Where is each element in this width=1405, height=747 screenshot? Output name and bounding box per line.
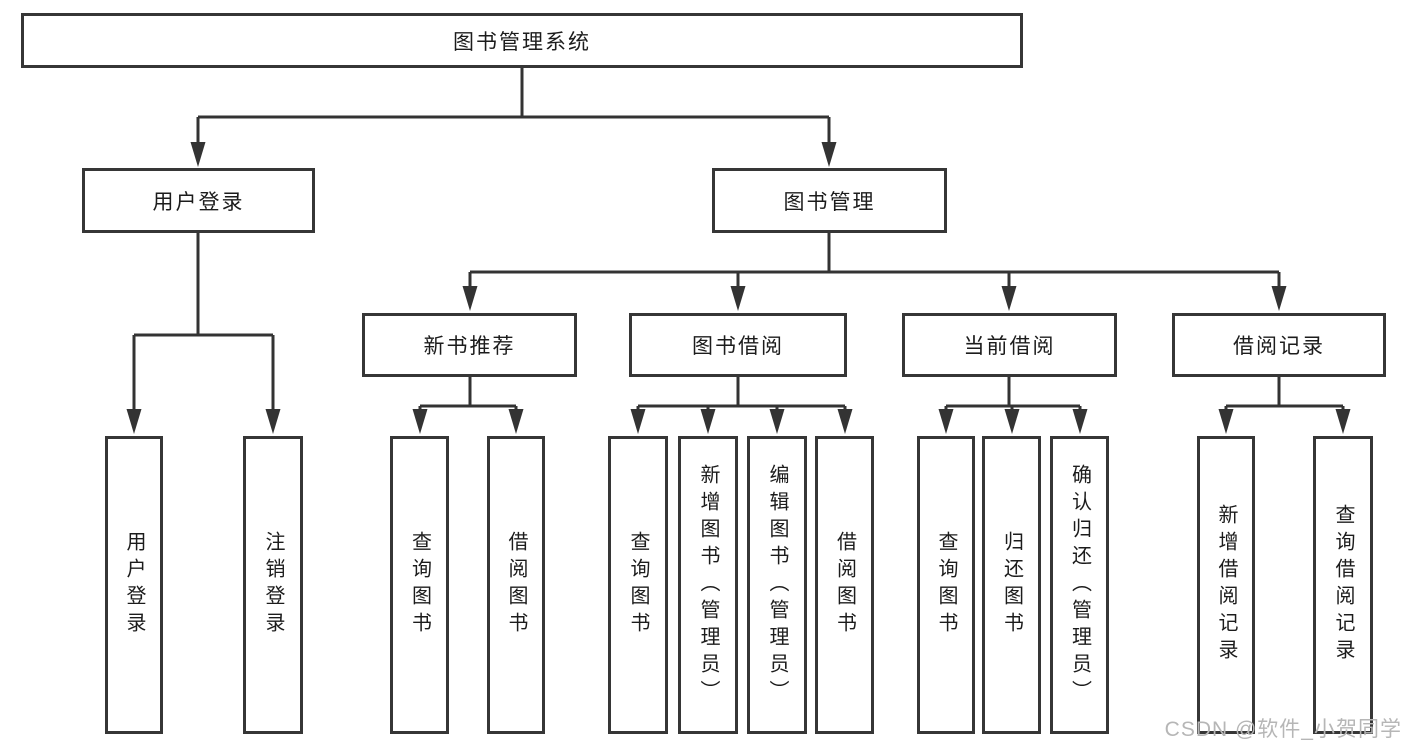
leaf-borrow-edit-books-admin-label: 编辑图书（管理员） xyxy=(766,463,788,707)
leaf-records-add-borrow-record: 新增借阅记录 xyxy=(1197,436,1255,734)
leaf-user-login-label: 用户登录 xyxy=(123,531,145,639)
leaf-borrow-query-books: 查询图书 xyxy=(608,436,668,734)
leaf-current-query-books-label: 查询图书 xyxy=(935,531,957,639)
node-library-system-root: 图书管理系统 xyxy=(21,13,1023,68)
node-user-login-label: 用户登录 xyxy=(152,190,245,214)
leaf-records-query-borrow-record: 查询借阅记录 xyxy=(1313,436,1373,734)
leaf-records-add-borrow-record-label: 新增借阅记录 xyxy=(1215,504,1237,666)
leaf-current-confirm-return-admin-label: 确认归还（管理员） xyxy=(1068,463,1091,707)
leaf-recommend-query-books-label: 查询图书 xyxy=(408,531,431,639)
leaf-recommend-borrow-books-label: 借阅图书 xyxy=(505,531,527,639)
csdn-watermark: CSDN @软件_小贺同学 xyxy=(1164,718,1402,741)
leaf-recommend-query-books: 查询图书 xyxy=(390,436,449,734)
leaf-borrow-borrow-books-label: 借阅图书 xyxy=(833,531,856,639)
node-book-management-label: 图书管理 xyxy=(783,190,876,214)
leaf-borrow-edit-books-admin: 编辑图书（管理员） xyxy=(747,436,807,734)
leaf-current-return-books: 归还图书 xyxy=(982,436,1041,734)
node-book-borrowing-label: 图书借阅 xyxy=(692,335,784,358)
node-book-management: 图书管理 xyxy=(712,168,947,233)
leaf-borrow-query-books-label: 查询图书 xyxy=(627,531,649,639)
node-library-system-root-label: 图书管理系统 xyxy=(453,30,591,54)
leaf-records-query-borrow-record-label: 查询借阅记录 xyxy=(1332,504,1354,666)
node-current-borrowing-label: 当前借阅 xyxy=(963,335,1056,358)
leaf-borrow-borrow-books: 借阅图书 xyxy=(815,436,874,734)
node-current-borrowing: 当前借阅 xyxy=(902,313,1117,377)
leaf-borrow-add-books-admin: 新增图书（管理员） xyxy=(678,436,738,734)
node-user-login: 用户登录 xyxy=(82,168,315,233)
leaf-current-return-books-label: 归还图书 xyxy=(1000,531,1023,639)
leaf-user-login: 用户登录 xyxy=(105,436,163,734)
leaf-current-query-books: 查询图书 xyxy=(917,436,975,734)
node-borrowing-records: 借阅记录 xyxy=(1172,313,1386,377)
leaf-logout-login: 注销登录 xyxy=(243,436,303,734)
leaf-recommend-borrow-books: 借阅图书 xyxy=(487,436,545,734)
leaf-logout-login-label: 注销登录 xyxy=(262,531,284,639)
node-new-book-recommendation: 新书推荐 xyxy=(362,313,577,377)
node-borrowing-records-label: 借阅记录 xyxy=(1233,335,1325,358)
leaf-borrow-add-books-admin-label: 新增图书（管理员） xyxy=(697,463,719,707)
node-book-borrowing: 图书借阅 xyxy=(629,313,847,377)
node-new-book-recommendation-label: 新书推荐 xyxy=(423,335,516,358)
leaf-current-confirm-return-admin: 确认归还（管理员） xyxy=(1050,436,1109,734)
